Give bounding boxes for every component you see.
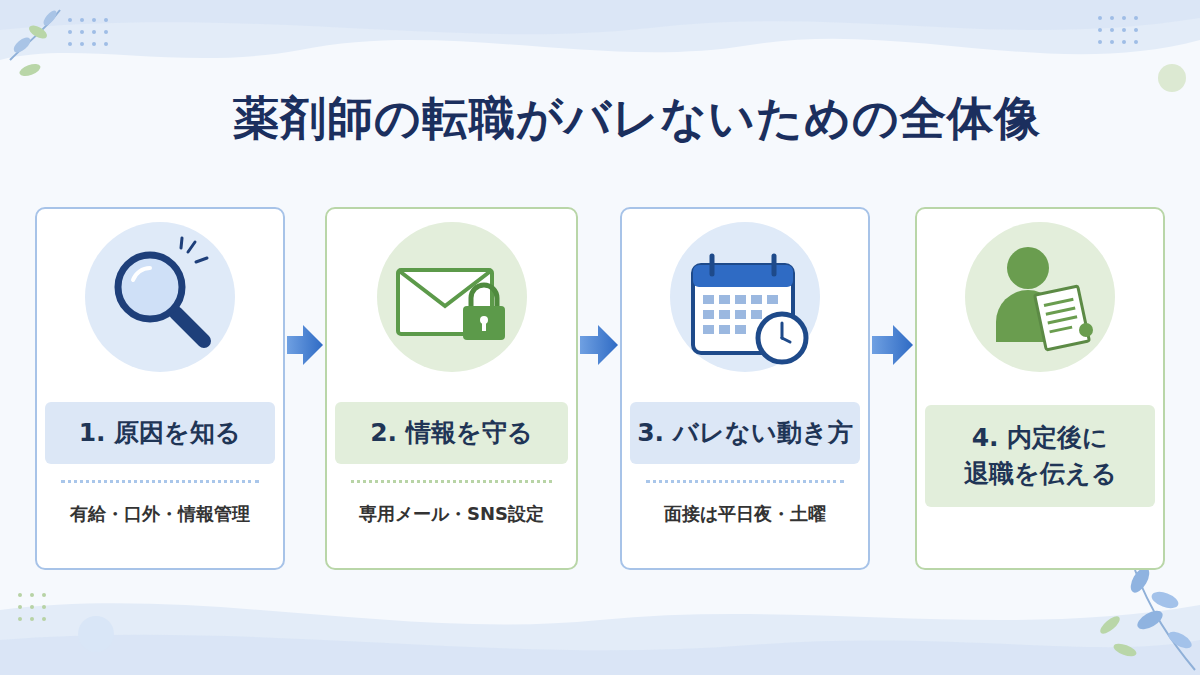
leaf-decoration <box>10 9 60 79</box>
step-heading-pill: 2. 情報を守る <box>335 402 568 464</box>
icon-circle <box>670 222 820 372</box>
step-description: 有給・口外・情報管理 <box>41 502 279 526</box>
top-wave-2 <box>0 0 1200 34</box>
dotted-divider <box>646 480 844 483</box>
flow-arrow <box>287 325 323 365</box>
dotted-divider <box>351 480 552 483</box>
top-wave <box>0 0 1200 60</box>
deco-circle <box>1158 64 1186 92</box>
icon-circle <box>377 222 527 372</box>
dot-pattern <box>68 16 1138 46</box>
step-heading: 2. 情報を守る <box>370 415 533 451</box>
step-heading: 4. 内定後に 退職を伝える <box>931 420 1149 493</box>
deco-circle <box>78 616 114 652</box>
step-heading: 1. 原因を知る <box>79 415 242 451</box>
magnifier-icon <box>118 238 207 341</box>
envelope-lock-icon <box>398 270 505 340</box>
dotted-divider <box>61 480 259 483</box>
step-heading-pill: 1. 原因を知る <box>45 402 275 464</box>
person-document-icon <box>996 247 1093 350</box>
bottom-wave <box>0 603 1200 675</box>
icon-circle <box>85 222 235 372</box>
calendar-clock-icon <box>693 256 806 362</box>
step-heading-pill: 4. 内定後に 退職を伝える <box>925 405 1155 507</box>
step-description: 専用メール・SNS設定 <box>331 502 572 526</box>
icon-circle <box>965 222 1115 372</box>
flow-arrow <box>580 325 618 365</box>
step-card: 1. 原因を知る有給・口外・情報管理 <box>35 207 285 570</box>
step-card: 4. 内定後に 退職を伝える <box>915 207 1165 570</box>
leaf-decoration <box>1098 564 1195 670</box>
step-card: 2. 情報を守る専用メール・SNS設定 <box>325 207 578 570</box>
flow-arrow <box>872 325 913 365</box>
step-heading: 3. バレない動き方 <box>637 415 853 451</box>
bottom-wave-2 <box>0 635 1200 675</box>
step-heading-pill: 3. バレない動き方 <box>630 402 860 464</box>
dot-pattern-green <box>18 593 46 621</box>
step-card: 3. バレない動き方面接は平日夜・土曜 <box>620 207 870 570</box>
diagram-title: 薬剤師の転職がバレないための全体像 <box>37 88 1200 150</box>
step-description: 面接は平日夜・土曜 <box>626 502 864 526</box>
